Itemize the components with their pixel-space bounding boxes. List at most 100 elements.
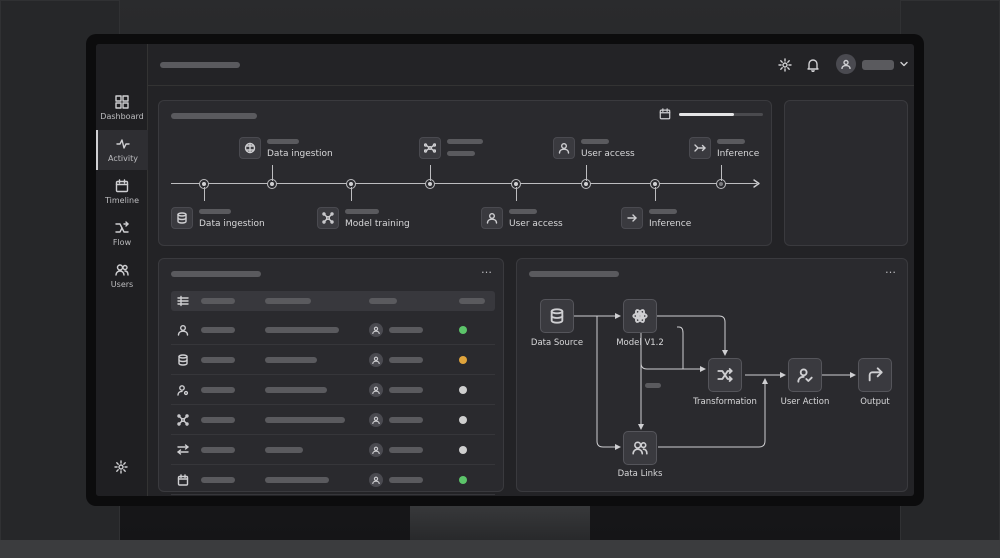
event-meta-placeholder (581, 139, 609, 144)
table-row[interactable] (171, 405, 495, 435)
card-title-placeholder (171, 113, 257, 119)
timeline-event-tile[interactable] (239, 137, 261, 159)
flow-node-data-links[interactable] (623, 431, 657, 465)
flow-card: … (516, 258, 908, 492)
timeline-event-tile[interactable] (317, 207, 339, 229)
desk (0, 540, 1000, 558)
cell-placeholder (265, 417, 345, 423)
more-menu-button[interactable]: … (885, 263, 897, 276)
status-dot (459, 356, 467, 364)
column-header-placeholder (265, 298, 311, 304)
user-name-placeholder (862, 60, 894, 70)
arrows-icon (694, 142, 706, 154)
flow-node-user-action[interactable] (788, 358, 822, 392)
timeline-event-tile[interactable] (689, 137, 711, 159)
bell-icon[interactable] (806, 58, 820, 72)
cell-placeholder (201, 327, 235, 333)
progress-track (679, 113, 763, 116)
sidebar-item-timeline[interactable]: Timeline (96, 172, 148, 212)
sidebar-item-activity[interactable]: Activity (96, 130, 148, 170)
table-row[interactable] (171, 345, 495, 375)
table-row[interactable] (171, 465, 495, 495)
flow-node-transformation[interactable] (708, 358, 742, 392)
avatar[interactable] (369, 443, 383, 457)
user-icon (177, 324, 189, 336)
column-header-placeholder (459, 298, 485, 304)
user-check-icon (797, 367, 813, 383)
flow-node-model[interactable] (623, 299, 657, 333)
event-meta-placeholder (509, 209, 537, 214)
event-meta-placeholder (649, 209, 677, 214)
calendar-icon (177, 474, 189, 486)
timeline-event-tile[interactable] (419, 137, 441, 159)
flow-node-data-source[interactable] (540, 299, 574, 333)
timeline-point[interactable] (582, 180, 590, 188)
user-icon (841, 59, 851, 69)
table-row[interactable] (171, 375, 495, 405)
sidebar-item-flow[interactable]: Flow (96, 214, 148, 254)
sidebar-item-label: Timeline (104, 196, 139, 205)
table-card: … (158, 258, 504, 495)
calendar-icon[interactable] (659, 108, 671, 120)
cell-placeholder (201, 447, 235, 453)
timeline-point[interactable] (426, 180, 434, 188)
database-icon (549, 308, 565, 324)
more-menu-button[interactable]: … (481, 263, 493, 276)
timeline-event-label: Inference (717, 149, 760, 159)
monitor: Dashboard Activity Timeline Flow Users (86, 34, 924, 506)
avatar[interactable] (369, 413, 383, 427)
columns-icon[interactable] (177, 295, 189, 307)
timeline-point[interactable] (268, 180, 276, 188)
table-row[interactable] (171, 435, 495, 465)
timeline-event-label: User access (509, 219, 563, 229)
timeline-event-tile[interactable] (621, 207, 643, 229)
connector (586, 165, 587, 181)
timeline-event-tile[interactable] (553, 137, 575, 159)
sidebar-item-label: Flow (112, 238, 132, 247)
app-screen: Dashboard Activity Timeline Flow Users (96, 44, 914, 496)
avatar[interactable] (836, 54, 856, 74)
timeline-event-label: User access (581, 149, 635, 159)
event-meta-placeholder (267, 139, 299, 144)
avatar[interactable] (369, 473, 383, 487)
timeline-event-tile[interactable] (171, 207, 193, 229)
status-dot (459, 446, 467, 454)
cell-placeholder (389, 477, 423, 483)
sidebar-item-dashboard[interactable]: Dashboard (96, 88, 148, 128)
cell-placeholder (389, 447, 423, 453)
timeline-point[interactable] (717, 180, 725, 188)
gear-icon[interactable] (778, 58, 792, 72)
user-icon (372, 446, 380, 454)
avatar[interactable] (369, 383, 383, 397)
timeline-event-tile[interactable] (481, 207, 503, 229)
share-arrow-icon (867, 367, 883, 383)
connector (516, 187, 517, 201)
user-icon (372, 356, 380, 364)
flow-icon (115, 221, 129, 235)
connector (430, 165, 431, 181)
flow-node-output[interactable] (858, 358, 892, 392)
flow-node-label: Transformation (693, 397, 757, 407)
timeline-event-label: Data ingestion (267, 149, 333, 159)
calendar-icon (115, 179, 129, 193)
database-icon (177, 354, 189, 366)
connector (721, 165, 722, 181)
shuffle-icon (717, 367, 733, 383)
gear-icon[interactable] (114, 460, 128, 474)
network-icon (424, 142, 436, 154)
cell-placeholder (389, 327, 423, 333)
user-icon (372, 386, 380, 394)
flow-node-label: Model V1.2 (616, 338, 664, 348)
card-title-placeholder (529, 271, 619, 277)
timeline-event-label: Data ingestion (199, 219, 265, 229)
status-dot (459, 416, 467, 424)
cell-placeholder (201, 477, 235, 483)
table-row[interactable] (171, 315, 495, 345)
status-dot (459, 386, 467, 394)
avatar[interactable] (369, 353, 383, 367)
cell-placeholder (265, 327, 339, 333)
chevron-down-icon[interactable] (900, 60, 908, 68)
sidebar-item-users[interactable]: Users (96, 256, 148, 296)
database-icon (176, 212, 188, 224)
avatar[interactable] (369, 323, 383, 337)
